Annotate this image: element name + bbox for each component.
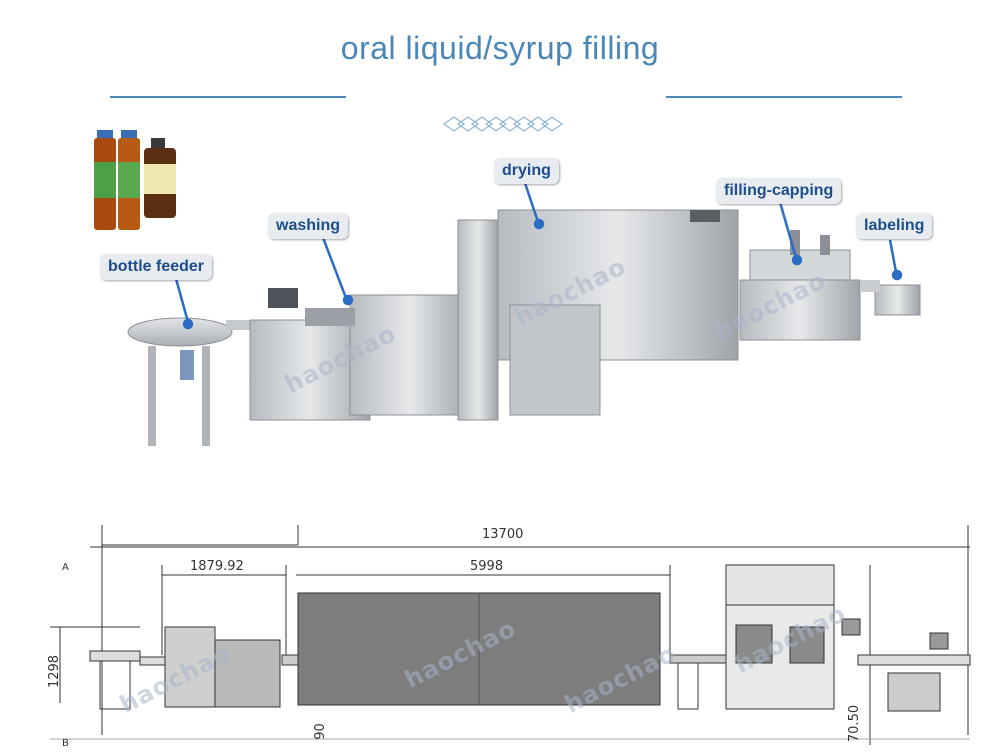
label-washing: washing: [268, 213, 349, 239]
dimension-tunnel-length: 5998: [470, 559, 504, 574]
label-filling-capping: filling-capping: [716, 178, 842, 204]
washing-machine: [249, 288, 471, 421]
technical-drawing: [50, 525, 971, 745]
production-line-illustration: [94, 130, 921, 446]
pointer-arrows: [173, 179, 903, 330]
label-labeling: labeling: [856, 213, 933, 239]
drying-tunnel: [457, 209, 739, 421]
row-marker-b: B: [62, 738, 69, 749]
row-marker-a: A: [62, 562, 69, 573]
labeling-machine: [860, 280, 921, 316]
label-drying: drying: [494, 158, 559, 184]
dimension-height-left: 1298: [47, 654, 63, 689]
dimension-right-height: 70.50: [847, 704, 863, 743]
page-title: oral liquid/syrup filling: [340, 30, 660, 66]
dimension-washer-length: 1879.92: [190, 559, 244, 574]
drawing-washer: [164, 626, 299, 708]
drawing-feeder: [89, 650, 171, 710]
title-rule-right: [666, 96, 902, 98]
drawing-tunnel: [297, 592, 661, 706]
title-rule-left: [110, 96, 346, 98]
dimension-total-length: 13700: [482, 527, 524, 542]
dimension-base-height: 90: [312, 723, 328, 740]
label-bottle-feeder: bottle feeder: [100, 254, 213, 280]
drawing-filler: [669, 564, 861, 710]
bottles-image: [94, 130, 176, 230]
filling-capping-machine: [739, 230, 861, 341]
diamond-ornament-icon: [442, 116, 564, 132]
drawing-labeler: [857, 632, 971, 712]
